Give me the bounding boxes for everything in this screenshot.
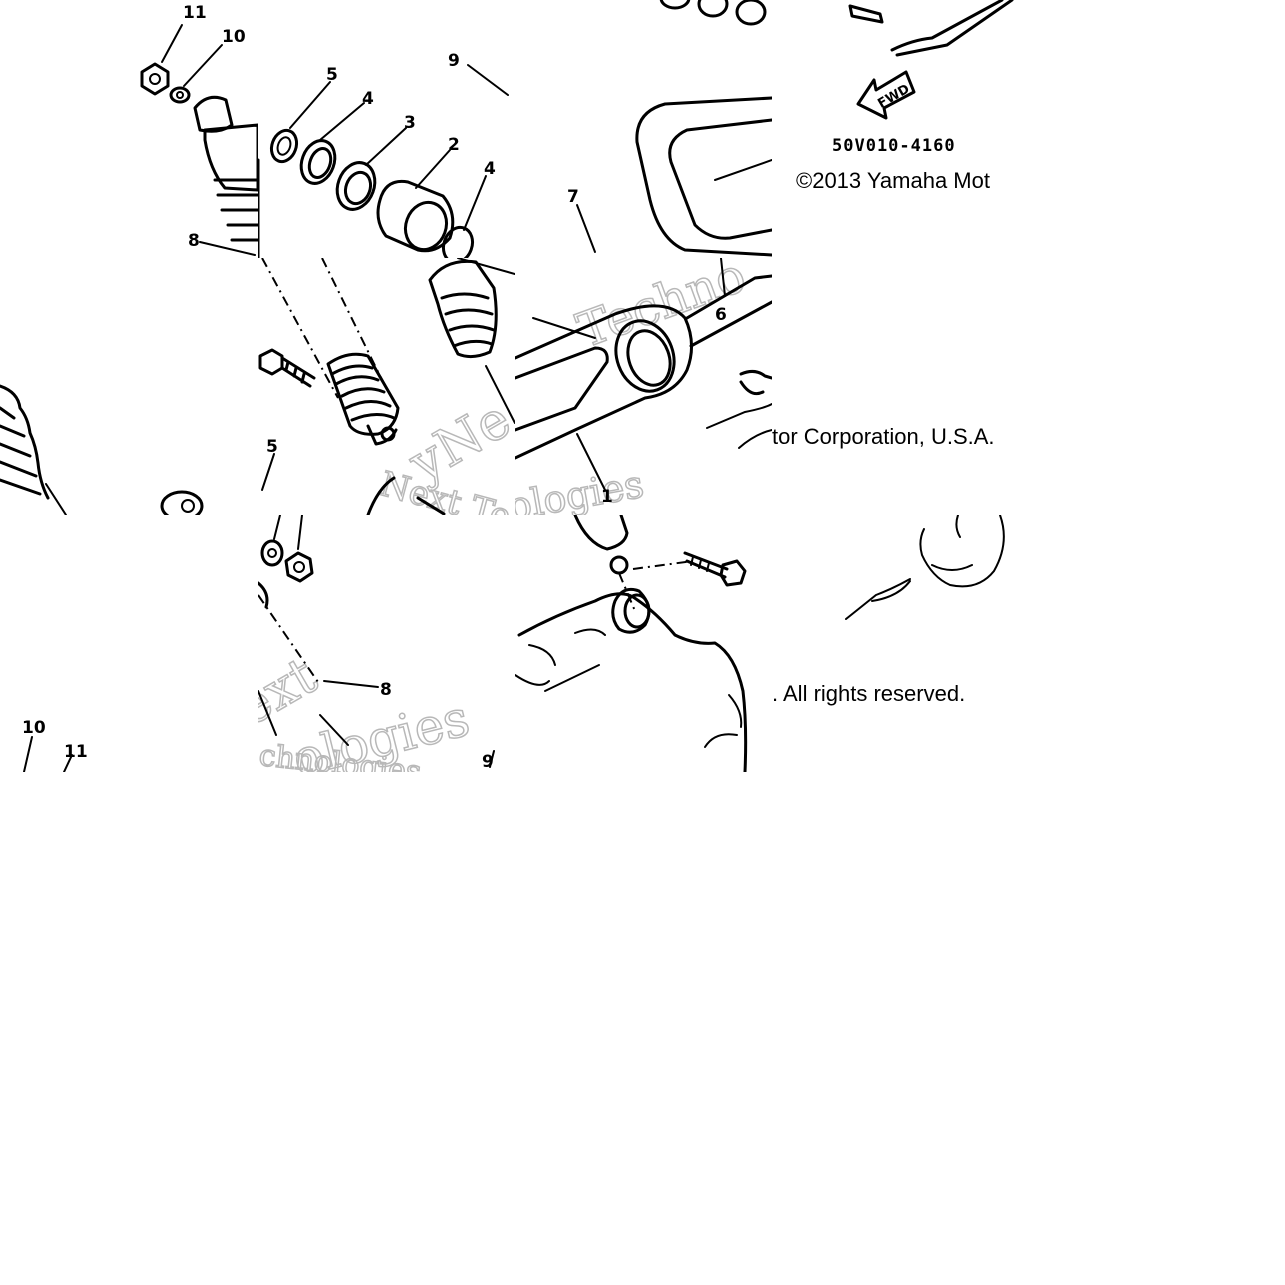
nut-bottom	[284, 551, 314, 583]
tile-legend-bottom: . All rights reserved.	[772, 515, 1030, 772]
tile-bottom-middle: ext ologies chnologies 8 9	[258, 515, 515, 772]
nut-11	[140, 62, 170, 96]
washer-bottom	[260, 539, 284, 567]
callout-6: 6	[715, 305, 727, 325]
bearing-4	[299, 139, 337, 185]
callout-11: 11	[183, 3, 207, 23]
tile-legend-mid: tor Corporation, U.S.A.	[772, 258, 1030, 515]
callout-9: 9	[448, 51, 460, 71]
bolt-top	[848, 4, 884, 24]
shock-body-center	[326, 352, 400, 446]
callout-2: 2	[448, 135, 460, 155]
callout-10: 10	[222, 27, 246, 47]
copyright-line-1: ©2013 Yamaha Mot	[796, 168, 990, 193]
washer-10	[169, 86, 191, 104]
bushing-lower	[160, 490, 204, 515]
tile-legend: FWD 50V010-4160 ©2013 Yamaha Mot	[772, 0, 1030, 258]
tile-shock-top: 11 10 8	[0, 0, 258, 258]
tile-bottom-left: 10 11	[0, 515, 258, 772]
tile-spring-left	[0, 258, 258, 515]
figure-code: 50V010-4160	[832, 136, 956, 156]
shock-upper-body	[193, 95, 258, 242]
callout-3: 3	[404, 113, 416, 133]
copyright-line-2: tor Corporation, U.S.A.	[772, 424, 995, 449]
bolt-bottom	[683, 551, 747, 587]
arm-1	[515, 274, 772, 460]
collar-2	[376, 179, 455, 253]
washers-top	[659, 0, 767, 26]
fwd-arrow: FWD	[856, 70, 916, 120]
tile-bearings: 5 4 3 2 4 9	[258, 0, 515, 258]
frame-mount	[515, 587, 748, 772]
tile-bracket: 7	[515, 0, 772, 258]
hand-detail	[845, 515, 1005, 620]
clamp-right	[706, 369, 772, 449]
tile-bracket-center: Techno ologies 6 1	[515, 258, 772, 515]
callout-8: 8	[188, 231, 200, 251]
bracket-6	[635, 96, 772, 257]
bearing-3	[335, 161, 377, 211]
seal-5	[269, 128, 299, 164]
shock-right-center	[428, 259, 498, 359]
callout-8b: 8	[380, 680, 392, 700]
callout-4b: 4	[484, 159, 496, 179]
copyright-line-3: . All rights reserved.	[772, 681, 966, 706]
bearing-4b	[441, 225, 475, 258]
callout-7: 7	[567, 187, 579, 207]
tile-bottom-right	[515, 515, 772, 772]
bolt-mid	[258, 348, 316, 388]
callout-5: 5	[326, 65, 338, 85]
callout-1: 1	[601, 487, 613, 507]
callout-11b: 11	[64, 742, 88, 762]
callout-9b: 9	[482, 752, 494, 772]
callout-5b: 5	[266, 437, 278, 457]
tile-shock-center: yNe Next Te 5	[258, 258, 515, 515]
callout-4: 4	[362, 89, 374, 109]
callout-10b: 10	[22, 718, 46, 738]
shock-eye-bottom	[573, 515, 629, 575]
watermark-3: ologies	[515, 462, 647, 515]
